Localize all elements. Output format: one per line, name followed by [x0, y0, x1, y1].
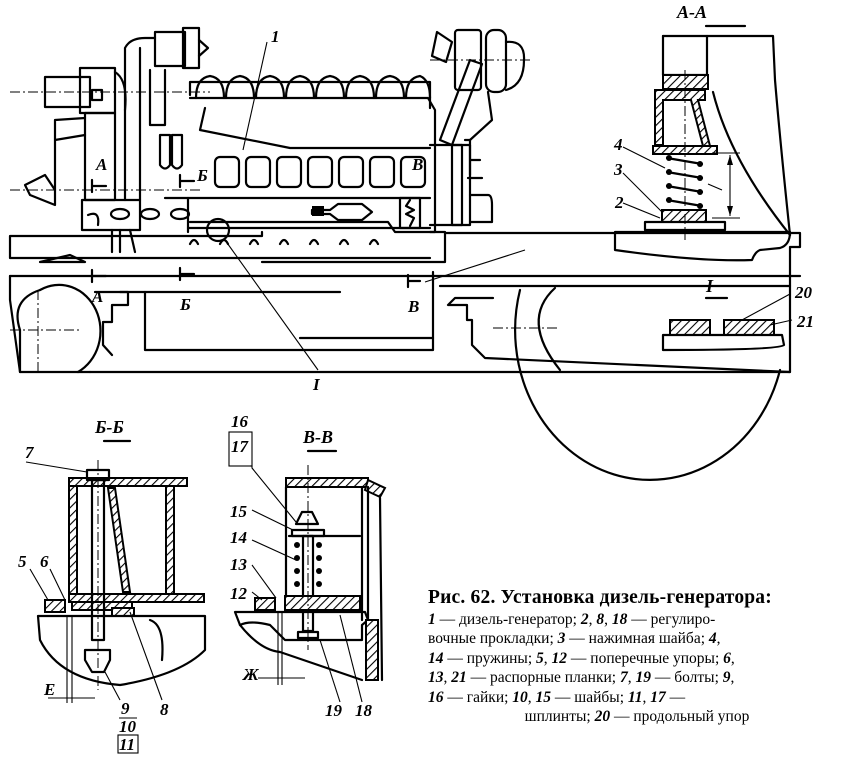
- label-11: 11: [119, 735, 135, 754]
- detail-I-view: I 20 21: [661, 276, 814, 352]
- section-B-top-label: Б: [196, 166, 208, 185]
- label-5: 5: [18, 552, 27, 571]
- section-A-A: А-А 4 3 2: [613, 2, 792, 262]
- label-7: 7: [25, 443, 35, 462]
- detail-I-marker: [205, 217, 231, 243]
- dim-Zh: Ж: [242, 665, 260, 684]
- label-2: 2: [614, 193, 624, 212]
- section-V-top-label: В: [411, 155, 423, 174]
- caption-line-6: шплинты; 20 — продольный упор: [524, 708, 750, 725]
- callout-1: 1: [271, 27, 280, 46]
- label-21: 21: [796, 312, 814, 331]
- cylinder-heads: [194, 74, 432, 100]
- label-12: 12: [230, 584, 248, 603]
- callout-I: I: [312, 375, 321, 394]
- section-A-A-title: А-А: [676, 2, 707, 22]
- section-markers: А А Б Б В В: [90, 155, 423, 316]
- section-B-B: Б-Б Е 7 5 6 8 9 10 11: [18, 417, 207, 754]
- section-V-V: В-В Ж: [228, 412, 387, 720]
- diesel-generator-block: [163, 74, 437, 246]
- label-20: 20: [794, 283, 813, 302]
- caption-line-1: 1 — дизель-генератор; 2, 8, 18 — регулир…: [428, 610, 716, 628]
- caption-line-3: 14 — пружины; 5, 12 — поперечные упоры; …: [428, 649, 735, 667]
- caption-line-5: 16 — гайки; 10, 15 — шайбы; 11, 17 —: [428, 688, 686, 706]
- generator-end: [10, 26, 210, 264]
- dim-E: Е: [43, 680, 55, 699]
- section-V-bottom-label: В: [407, 297, 419, 316]
- label-13: 13: [230, 555, 248, 574]
- locomotive-frame: [8, 230, 802, 481]
- label-8: 8: [160, 700, 169, 719]
- main-view: А А Б Б В В 1 I: [8, 26, 802, 481]
- label-10: 10: [119, 717, 137, 736]
- label-19: 19: [325, 701, 343, 720]
- label-4: 4: [613, 135, 623, 154]
- label-15: 15: [230, 502, 248, 521]
- section-B-bottom-label: Б: [179, 295, 191, 314]
- label-17: 17: [231, 437, 250, 456]
- label-6: 6: [40, 552, 49, 571]
- label-18: 18: [355, 701, 373, 720]
- inspection-hatches: [213, 155, 427, 189]
- caption-title: Рис. 62. Установка дизель-генератора:: [428, 587, 772, 608]
- detail-I-title: I: [705, 276, 714, 296]
- leader-line-I: [224, 239, 319, 371]
- figure-caption: Рис. 62. Установка дизель-генератора: 1 …: [428, 588, 846, 727]
- spring-14: [294, 542, 322, 587]
- section-A-bottom-label: А: [91, 287, 103, 306]
- caption-line-4: 13, 21 — распорные планки; 7, 19 — болты…: [428, 669, 735, 686]
- leader-line-1: [242, 41, 268, 151]
- section-A-top-label: А: [95, 155, 107, 174]
- label-14: 14: [230, 528, 247, 547]
- section-B-B-title: Б-Б: [94, 417, 124, 437]
- section-V-V-title: В-В: [302, 427, 333, 447]
- caption-line-2: вочные прокладки; 3 — нажимная шайба; 4,: [428, 630, 721, 647]
- turbocharger-end: [428, 28, 530, 227]
- label-3: 3: [613, 160, 623, 179]
- label-9: 9: [121, 699, 130, 718]
- label-16: 16: [231, 412, 249, 431]
